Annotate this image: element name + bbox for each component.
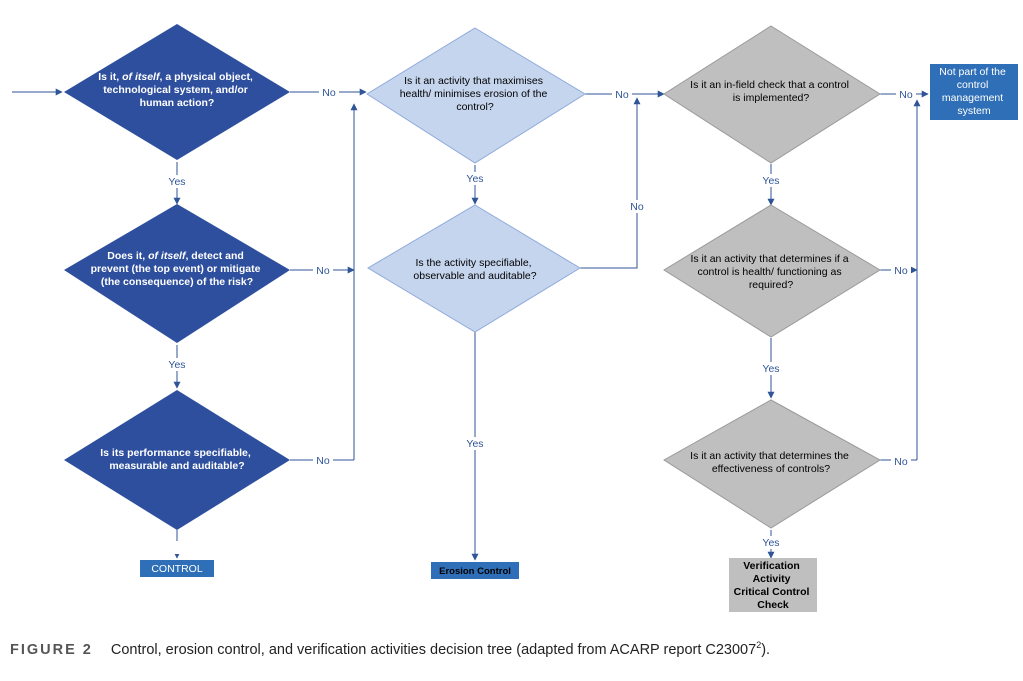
not-part-line-3: management bbox=[942, 92, 1003, 104]
label-yes-c1-2: Yes bbox=[168, 359, 185, 371]
svg-text:Is the activity specifiable,: Is the activity specifiable, observable … bbox=[413, 257, 536, 282]
svg-text:Does it, of itself, detect and: Does it, of itself, detect and prevent (… bbox=[91, 250, 264, 288]
label-no-c1-1: No bbox=[322, 87, 336, 99]
result-box-erosion bbox=[431, 562, 519, 579]
label-no-c1-2: No bbox=[316, 265, 330, 277]
label-no-c2-1: No bbox=[615, 89, 629, 101]
c1-q1-line-1: Is it, of itself, a physical object, bbox=[98, 71, 253, 83]
result-control-label: CONTROL bbox=[151, 563, 202, 575]
result-verification-line-4: Check bbox=[757, 599, 789, 611]
c3-q1-line-2: is implemented? bbox=[733, 92, 810, 104]
svg-text:Is it an activity that maximis: Is it an activity that maximises health/… bbox=[400, 75, 551, 113]
c2-q1-line-1: Is it an activity that maximises bbox=[404, 75, 543, 87]
decision-tree-diagram: Is it, of itself, a physical object, tec… bbox=[12, 24, 1018, 612]
decision-diamond-c3-q3 bbox=[663, 399, 881, 529]
result-box-not-part bbox=[930, 64, 1018, 120]
result-verification-line-3: Critical Control bbox=[734, 586, 810, 598]
result-verification-line-2: Activity bbox=[753, 573, 791, 585]
decision-diamond-c3-q2 bbox=[663, 204, 881, 338]
figure-label: FIGURE 2 bbox=[10, 641, 93, 658]
label-yes-c1-1: Yes bbox=[168, 176, 185, 188]
decision-diamond-c1-q3 bbox=[64, 390, 290, 530]
figure-caption-text: Control, erosion control, and verificati… bbox=[110, 641, 757, 658]
c3-q2-line-3: required? bbox=[749, 279, 794, 291]
svg-text:Not part of the control: Not part of the control management syste… bbox=[939, 66, 1008, 117]
svg-text:Is its performance specifiable: Is its performance specifiable, measurab… bbox=[100, 447, 253, 472]
figure-caption-suffix: ). bbox=[761, 641, 771, 658]
c2-q2-line-2: observable and auditable? bbox=[413, 270, 536, 282]
result-erosion-label: Erosion Control bbox=[439, 566, 511, 577]
c3-q3-line-2: effectiveness of controls? bbox=[712, 463, 830, 475]
not-part-line-4: system bbox=[957, 105, 991, 117]
svg-text:Is it, of itself, a physical o: Is it, of itself, a physical object, tec… bbox=[98, 71, 256, 109]
decision-diamond-c2-q1 bbox=[366, 27, 586, 164]
c2-q1-line-2: health/ minimises erosion of the bbox=[400, 88, 548, 100]
connector-c2-no-2 bbox=[580, 97, 641, 269]
label-yes-c3-2: Yes bbox=[762, 363, 779, 375]
c1-q1-line-3: human action? bbox=[140, 97, 215, 109]
c1-q2-line-3: (the consequence) of the risk? bbox=[101, 276, 253, 288]
c3-q3-line-1: Is it an activity that determines the bbox=[690, 450, 849, 462]
c3-q2-line-1: Is it an activity that determines if a bbox=[690, 253, 848, 265]
label-yes-c2-1: Yes bbox=[466, 173, 483, 185]
label-no-c3-1: No bbox=[899, 89, 913, 101]
label-yes-c2-2: Yes bbox=[466, 438, 483, 450]
not-part-line-1: Not part of the bbox=[939, 66, 1006, 78]
label-no-c2-2: No bbox=[630, 201, 644, 213]
figure-caption: FIGURE 2 Control, erosion control, and ve… bbox=[10, 640, 770, 658]
c1-q2-line-1: Does it, of itself, detect and bbox=[107, 250, 244, 262]
c1-q2-line-2: prevent (the top event) or mitigate bbox=[91, 263, 261, 275]
decision-diamond-c2-q2 bbox=[367, 204, 581, 333]
label-no-c3-2: No bbox=[894, 265, 908, 277]
svg-text:Is it an activity that determi: Is it an activity that determines if a c… bbox=[690, 253, 851, 291]
result-box-control bbox=[140, 560, 214, 577]
decision-diamond-c1-q1 bbox=[64, 24, 290, 160]
c1-q3-line-2: measurable and auditable? bbox=[109, 460, 244, 472]
decision-diamond-c1-q2 bbox=[64, 204, 290, 343]
svg-text:Is it an in-field check that a: Is it an in-field check that a control i… bbox=[690, 79, 852, 104]
c2-q2-line-1: Is the activity specifiable, bbox=[415, 257, 531, 269]
label-yes-c3-1: Yes bbox=[762, 175, 779, 187]
svg-text:Verification Activity: Verification Activity Critical Control C… bbox=[734, 560, 813, 611]
decision-diamond-c3-q1 bbox=[663, 25, 881, 164]
c1-q3-line-1: Is its performance specifiable, bbox=[100, 447, 251, 459]
c3-q1-line-1: Is it an in-field check that a control bbox=[690, 79, 849, 91]
label-no-c3-3: No bbox=[894, 456, 908, 468]
svg-text:Is it an activity that determi: Is it an activity that determines the ef… bbox=[690, 450, 852, 475]
result-verification-line-1: Verification bbox=[743, 560, 800, 572]
not-part-line-2: control bbox=[957, 79, 989, 91]
result-box-verification bbox=[729, 558, 817, 612]
label-yes-c3-3: Yes bbox=[762, 537, 779, 549]
figure-caption-superscript: 2 bbox=[756, 640, 762, 650]
label-no-c1-3: No bbox=[316, 455, 330, 467]
c3-q2-line-2: control is health/ functioning as bbox=[697, 266, 841, 278]
c1-q1-line-2: technological system, and/or bbox=[103, 84, 248, 96]
c2-q1-line-3: control? bbox=[456, 101, 494, 113]
